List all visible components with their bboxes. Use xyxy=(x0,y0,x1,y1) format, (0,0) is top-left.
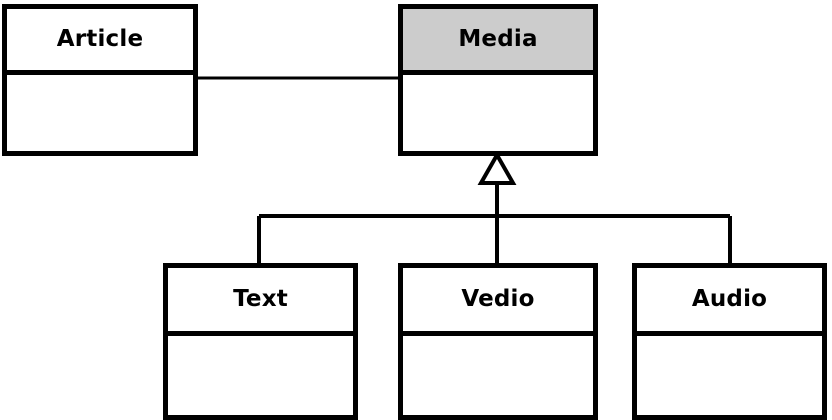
uml-class-text-attributes-compartment xyxy=(168,336,353,415)
uml-class-text-name-compartment: Text xyxy=(168,268,353,336)
uml-class-audio-name: Audio xyxy=(691,286,768,312)
generalization-tree[interactable] xyxy=(257,150,732,265)
generalization-triangle-icon xyxy=(477,150,517,185)
uml-class-media-name-compartment: Media xyxy=(403,9,593,75)
uml-class-article[interactable]: Article xyxy=(2,4,198,156)
uml-class-vedio[interactable]: Vedio xyxy=(398,263,598,420)
uml-class-vedio-attributes-compartment xyxy=(403,336,593,415)
uml-class-vedio-name-compartment: Vedio xyxy=(403,268,593,336)
uml-class-article-name: Article xyxy=(56,26,144,52)
uml-class-audio[interactable]: Audio xyxy=(632,263,827,420)
uml-class-article-attributes-compartment xyxy=(7,75,193,151)
uml-class-audio-attributes-compartment xyxy=(637,336,822,415)
uml-class-media[interactable]: Media xyxy=(398,4,598,156)
uml-class-text-name: Text xyxy=(233,286,288,312)
uml-class-vedio-name: Vedio xyxy=(461,286,535,312)
uml-class-text[interactable]: Text xyxy=(163,263,358,420)
uml-class-article-name-compartment: Article xyxy=(7,9,193,75)
uml-class-audio-name-compartment: Audio xyxy=(637,268,822,336)
uml-class-media-attributes-compartment xyxy=(403,75,593,151)
uml-class-media-name: Media xyxy=(458,26,538,52)
